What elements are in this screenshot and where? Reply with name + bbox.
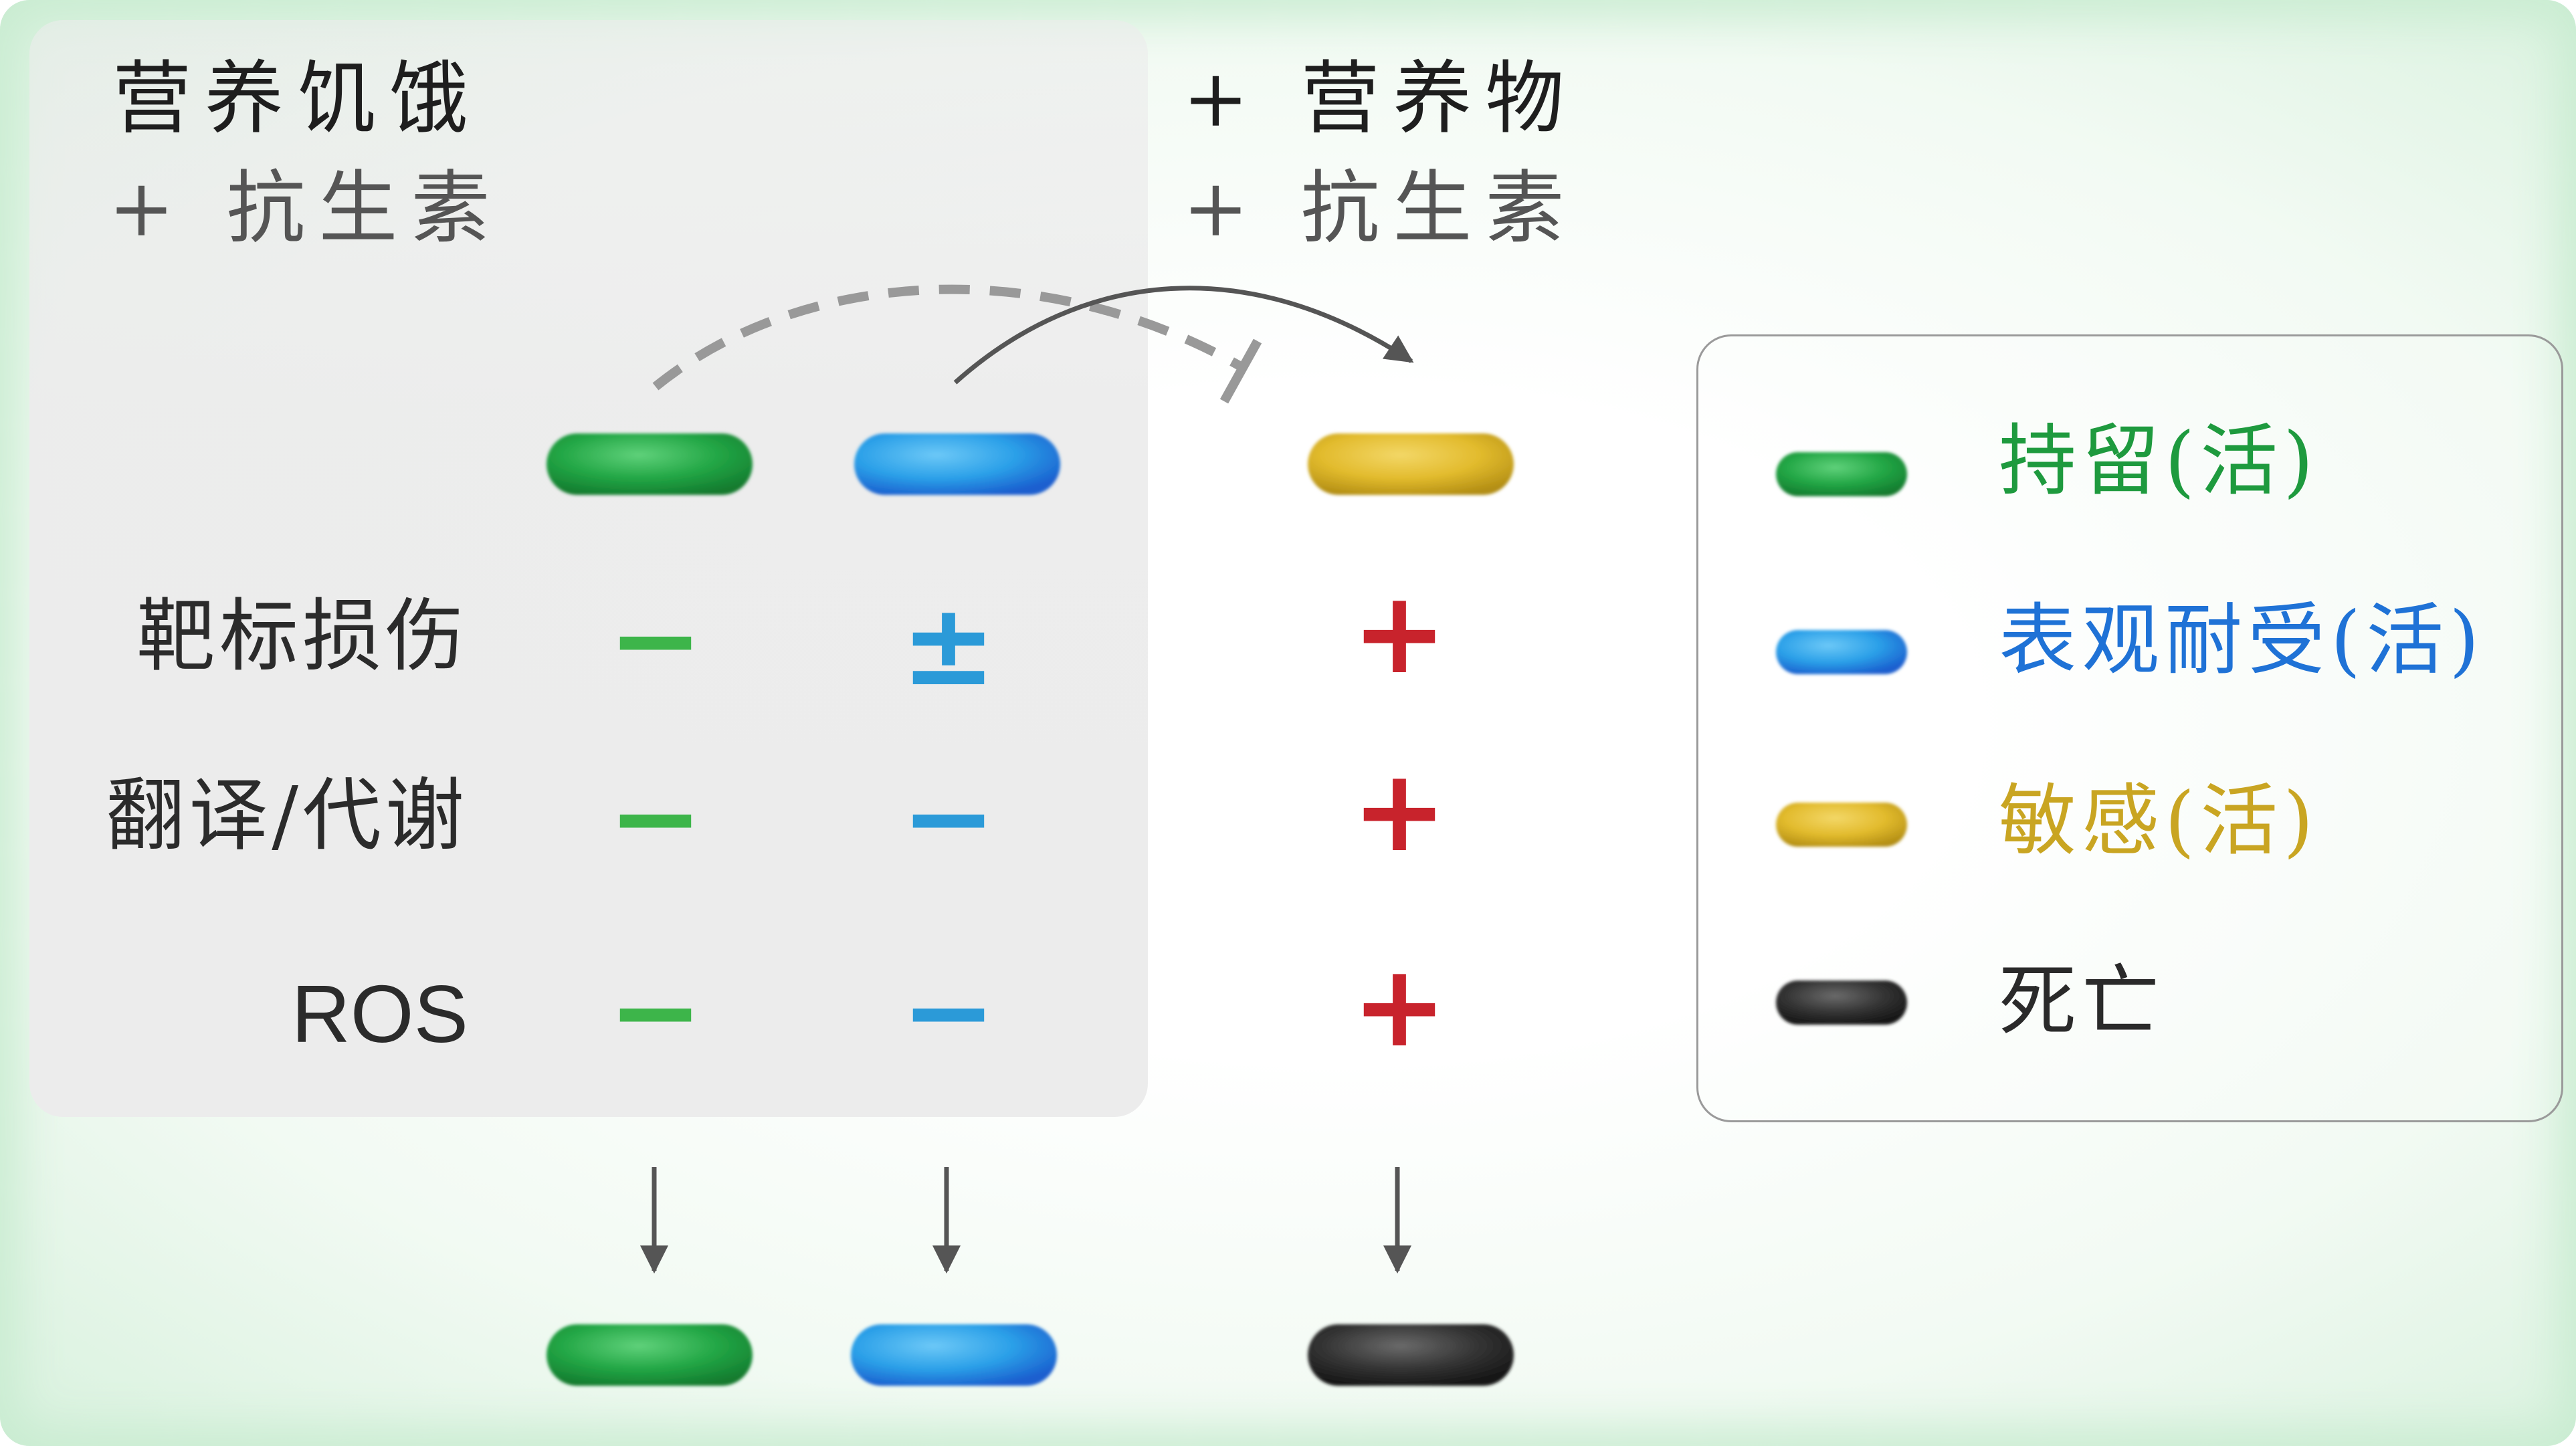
- header-antibiotic-right: + 抗生素: [1183, 162, 1578, 254]
- legend-swatch-sensitive: [1776, 803, 1907, 847]
- legend-label-sensitive: 敏感(活): [1999, 776, 2319, 866]
- row-label-ros: ROS: [291, 968, 468, 1059]
- row-label-target-damage: 靶标损伤: [136, 590, 468, 682]
- sign-tolerant-ros: −: [900, 946, 997, 1078]
- starvation-panel: [29, 20, 1148, 1117]
- sign-sensitive-translation: +: [1351, 745, 1448, 877]
- legend-swatch-dead: [1776, 980, 1907, 1025]
- header-nutrients: + 营养物: [1183, 52, 1578, 144]
- transition-arrow: [953, 286, 1414, 385]
- legend-swatch-persister: [1776, 452, 1907, 496]
- legend-label-tolerant: 表观耐受(活): [1999, 595, 2485, 686]
- bacterium-persister-top: [547, 433, 753, 495]
- inhibition-curve: [652, 284, 1244, 391]
- inhibition-bar: [1219, 338, 1262, 404]
- sign-persister-translation: −: [607, 752, 704, 884]
- bacterium-tolerant-bottom: [851, 1324, 1057, 1386]
- bacterium-persister-bottom: [547, 1324, 753, 1386]
- legend-label-dead: 死亡: [1999, 956, 2165, 1047]
- sign-sensitive-target: +: [1351, 567, 1448, 700]
- bacterium-sensitive-top: [1308, 433, 1514, 495]
- row-label-translation-metabolism: 翻译/代谢: [106, 769, 468, 861]
- sign-tolerant-target: ±: [900, 579, 997, 712]
- header-starvation: 营养饥饿: [112, 52, 482, 144]
- legend-swatch-tolerant: [1776, 630, 1907, 674]
- bacterium-dead-bottom: [1308, 1324, 1514, 1386]
- sign-persister-target: −: [607, 574, 704, 706]
- sign-persister-ros: −: [607, 946, 704, 1078]
- header-antibiotic-left: + 抗生素: [108, 162, 504, 254]
- sign-sensitive-ros: +: [1351, 940, 1448, 1073]
- bacterium-tolerant-top: [854, 433, 1060, 495]
- sign-tolerant-translation: −: [900, 752, 997, 884]
- legend-label-persister: 持留(活): [1999, 416, 2319, 506]
